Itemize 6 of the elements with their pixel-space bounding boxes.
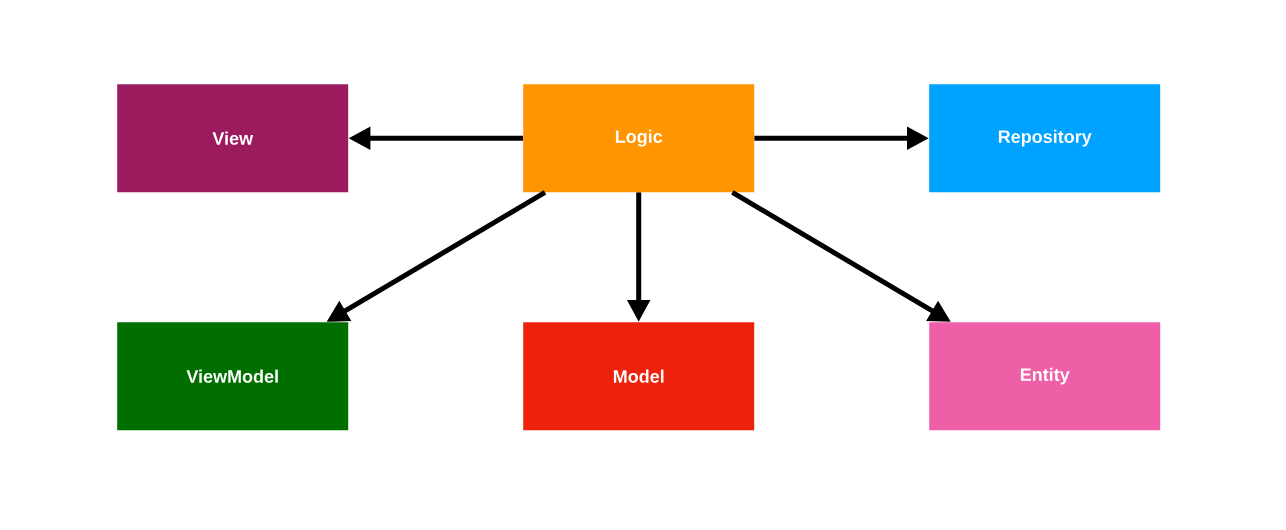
process-box: Entity [929,322,1161,431]
process-box: ViewModel [117,322,349,431]
process-box: Logic [523,84,755,193]
process-box: Repository [929,84,1161,193]
process-box: Model [523,322,755,431]
process-box: View [117,84,349,193]
